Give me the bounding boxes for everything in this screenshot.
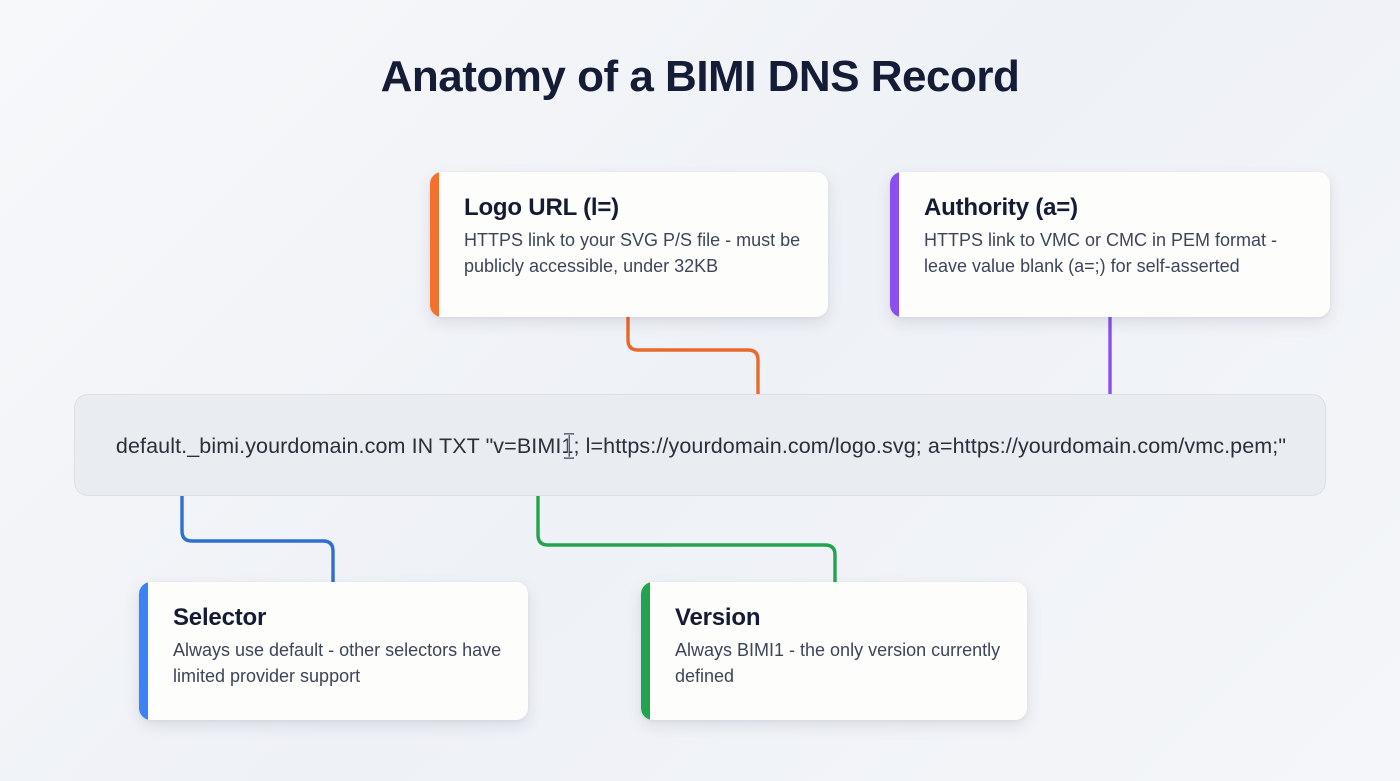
card-title: Authority (a=) bbox=[924, 194, 1078, 221]
card-version[interactable]: Version Always BIMI1 - the only version … bbox=[641, 582, 1027, 720]
card-title: Version bbox=[675, 604, 761, 631]
blue-accent-bar bbox=[139, 582, 148, 720]
card-title: Selector bbox=[173, 604, 267, 631]
green-accent-bar bbox=[641, 582, 650, 720]
card-logo-url[interactable]: Logo URL (l=) HTTPS link to your SVG P/S… bbox=[430, 172, 828, 317]
card-description: HTTPS link to your SVG P/S file - must b… bbox=[464, 230, 801, 276]
dns-record-text: default._bimi.yourdomain.com IN TXT "v=B… bbox=[115, 433, 1287, 458]
card-authority[interactable]: Authority (a=) HTTPS link to VMC or CMC … bbox=[890, 172, 1330, 317]
orange-accent-bar bbox=[430, 172, 439, 317]
card-title: Logo URL (l=) bbox=[464, 194, 619, 221]
page-title: Anatomy of a BIMI DNS Record bbox=[380, 52, 1020, 101]
card-description: Always use default - other selectors hav… bbox=[173, 640, 502, 686]
purple-accent-bar bbox=[890, 172, 899, 317]
card-description: Always BIMI1 - the only version currentl… bbox=[675, 640, 1001, 686]
card-description: HTTPS link to VMC or CMC in PEM format -… bbox=[924, 230, 1278, 276]
card-selector[interactable]: Selector Always use default - other sele… bbox=[139, 582, 528, 720]
dns-record-bar[interactable]: default._bimi.yourdomain.com IN TXT "v=B… bbox=[74, 394, 1326, 496]
